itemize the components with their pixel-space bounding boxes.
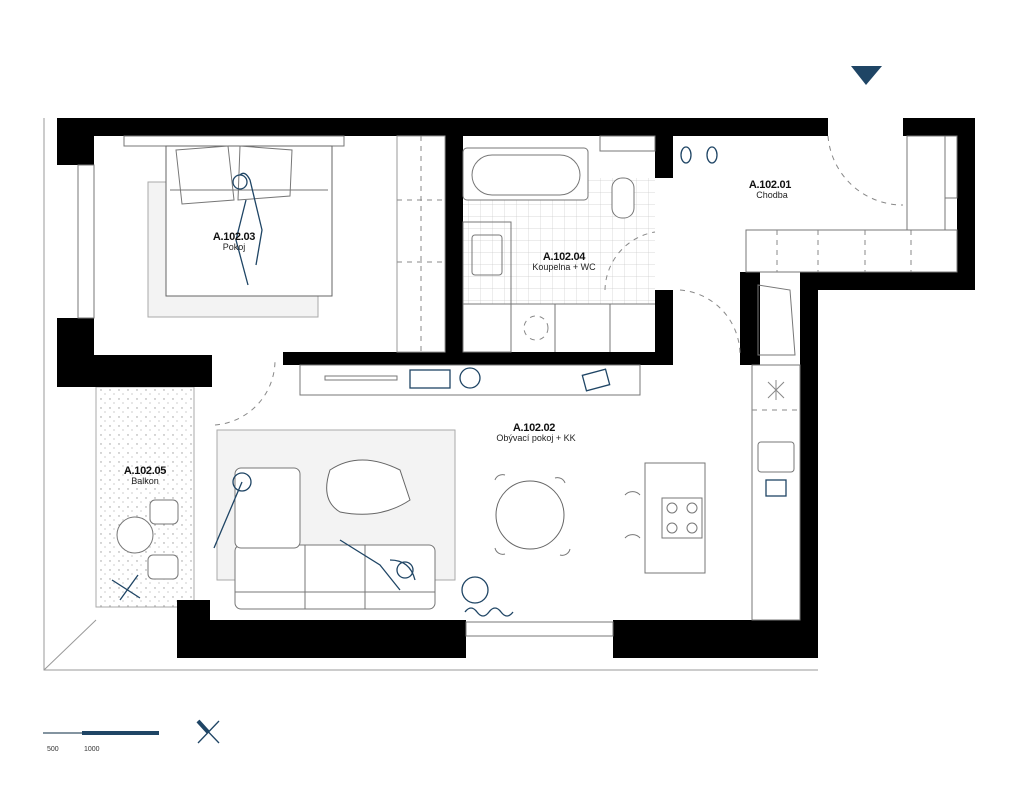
room-code: A.102.03 xyxy=(213,231,255,243)
walls xyxy=(57,118,975,658)
room-code: A.102.04 xyxy=(543,251,586,263)
room-code: A.102.05 xyxy=(124,465,166,477)
room-name: Koupelna + WC xyxy=(532,262,596,272)
room-label-pokoj: A.102.03 Pokoj xyxy=(213,231,256,252)
room-name: Balkon xyxy=(131,476,159,486)
windows xyxy=(77,135,958,637)
hall-furniture xyxy=(680,135,958,356)
scale-label-1000: 1000 xyxy=(84,746,100,753)
site-outline xyxy=(43,118,818,671)
room-name: Pokoj xyxy=(223,242,246,252)
living-furniture xyxy=(213,364,801,621)
balcony-furniture xyxy=(111,499,179,601)
entrance-arrow-icon xyxy=(851,66,882,85)
scale-bar: 500 1000 xyxy=(43,731,159,753)
bathroom-furniture xyxy=(462,135,656,353)
north-arrow-icon xyxy=(196,719,220,744)
room-label-chodba: A.102.01 Chodba xyxy=(749,179,792,200)
room-name: Chodba xyxy=(756,190,788,200)
bedroom-furniture xyxy=(123,135,446,353)
doors xyxy=(214,135,904,426)
room-label-koupelna: A.102.04 Koupelna + WC xyxy=(532,251,596,272)
room-label-balkon: A.102.05 Balkon xyxy=(124,465,167,486)
room-label-living: A.102.02 Obývací pokoj + KK xyxy=(496,422,575,443)
balcony-floor xyxy=(95,386,195,608)
room-name: Obývací pokoj + KK xyxy=(496,433,575,443)
room-code: A.102.02 xyxy=(513,422,555,434)
room-code: A.102.01 xyxy=(749,179,791,191)
scale-label-500: 500 xyxy=(47,746,59,753)
